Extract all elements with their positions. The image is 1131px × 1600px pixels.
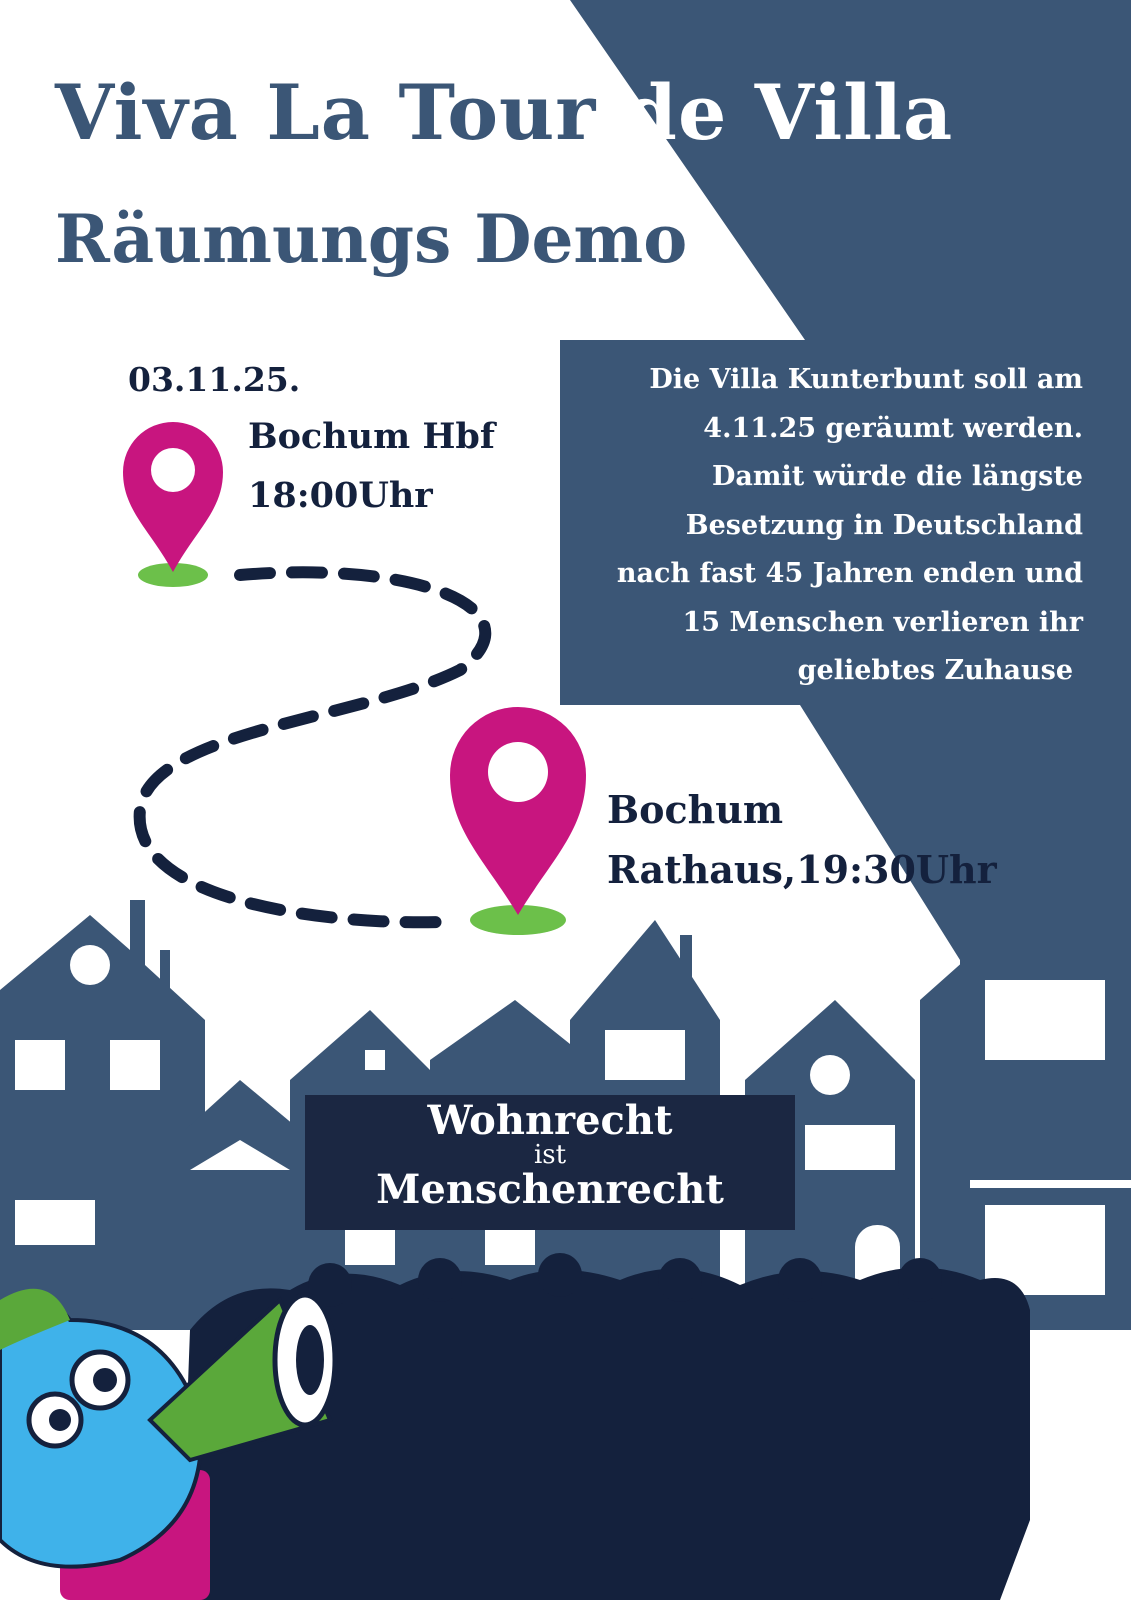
title-part-1: Viva La Tour (55, 68, 624, 157)
info-line: Besetzung in Deutschland (685, 509, 1083, 541)
banner-line-2: ist (533, 1140, 567, 1170)
protest-banner: Wohnrecht ist Menschenrecht (305, 1095, 795, 1230)
banner-line-3: Menschenrecht (376, 1166, 724, 1213)
start-date: 03.11.25. (128, 360, 301, 399)
poster-subtitle: Räumungs Demo (55, 200, 688, 278)
map-pin-icon (450, 707, 586, 935)
route-path (133, 566, 492, 929)
start-place: Bochum Hbf (248, 416, 495, 457)
info-line: nach fast 45 Jahren enden und (616, 558, 1083, 589)
title-part-2: de Villa (623, 68, 954, 157)
banner-line-1: Wohnrecht (427, 1097, 673, 1144)
info-text: Die Villa Kunterbunt soll am 4.11.25 ger… (523, 356, 1083, 696)
info-line: geliebtes Zuhause (797, 655, 1073, 686)
info-line: 4.11.25 geräumt werden. (703, 412, 1083, 444)
info-line: Damit würde die längste (712, 461, 1083, 492)
info-line: Die Villa Kunterbunt soll am (649, 364, 1083, 395)
poster-title: Viva La Tour de Villa (55, 68, 953, 157)
end-place-time: Rathaus,19:30Uhr (607, 847, 997, 892)
map-pin-icon (123, 422, 223, 587)
end-place: Bochum (607, 787, 784, 832)
start-time: 18:00Uhr (248, 475, 433, 516)
crowd-silhouette (180, 1253, 1030, 1600)
info-line: 15 Menschen verlieren ihr (682, 606, 1083, 638)
windows (15, 945, 1131, 1305)
mascot-with-megaphone (0, 1288, 338, 1600)
